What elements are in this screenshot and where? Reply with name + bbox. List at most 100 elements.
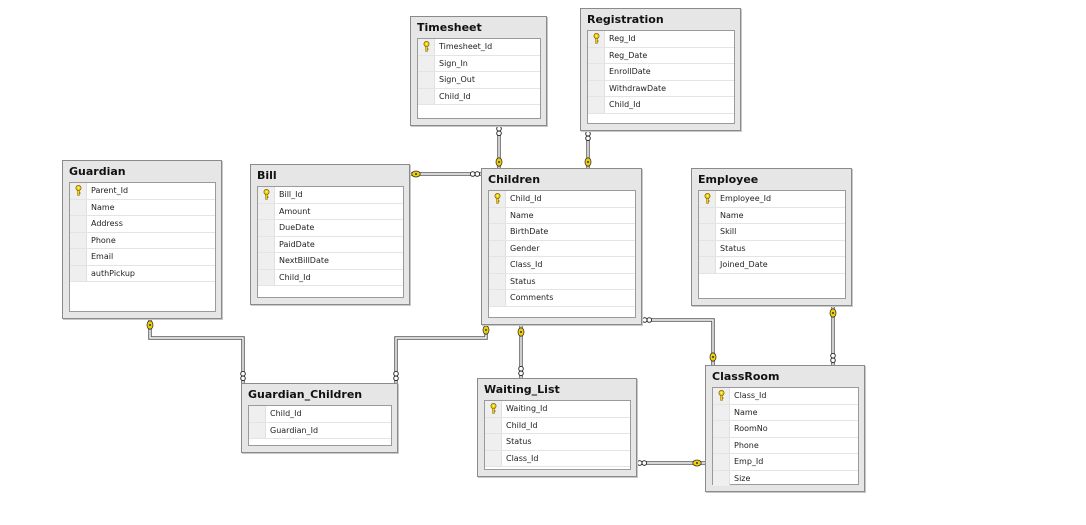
primary-key-icon <box>423 41 430 52</box>
relationship-timesheet-to-children-many-end-icon <box>496 125 502 137</box>
row-selector <box>588 97 605 113</box>
column-name: WithdrawDate <box>609 83 667 93</box>
relationship-waiting-list-to-children-one-end-key-icon <box>517 327 525 337</box>
column-row[interactable]: Child_Id <box>489 191 635 208</box>
table-title: Employee <box>698 173 759 186</box>
column-row[interactable]: Child_Id <box>258 269 403 286</box>
column-row[interactable]: NextBillDate <box>258 253 403 270</box>
row-selector <box>485 434 502 450</box>
column-row[interactable]: Waiting_Id <box>485 401 630 418</box>
column-row[interactable]: Bill_Id <box>258 187 403 204</box>
column-row[interactable]: Reg_Date <box>588 47 734 64</box>
column-row[interactable]: Class_Id <box>713 388 858 405</box>
column-name: Status <box>506 437 532 446</box>
column-row[interactable]: Name <box>713 404 858 421</box>
relationship-guardian-children-to-guardian-many-end-icon <box>240 370 246 382</box>
column-row[interactable]: Email <box>70 249 215 266</box>
row-selector <box>588 47 605 63</box>
row-selector <box>699 224 716 240</box>
row-selector <box>70 199 87 215</box>
column-row[interactable]: Status <box>485 434 630 451</box>
column-name: Name <box>510 210 534 220</box>
column-row[interactable]: EnrollDate <box>588 64 734 81</box>
column-row[interactable]: PaidDate <box>258 236 403 253</box>
relationship-guardian-children-to-children-line-inner <box>395 323 487 383</box>
primary-key-icon <box>593 33 600 44</box>
column-row[interactable]: Employee_Id <box>699 191 845 208</box>
column-name: DueDate <box>279 223 315 232</box>
row-selector <box>489 273 506 289</box>
relationship-children-to-classroom-line[interactable] <box>640 318 715 365</box>
column-row[interactable]: Phone <box>713 437 858 454</box>
primary-key-icon <box>494 193 501 204</box>
column-row[interactable]: WithdrawDate <box>588 80 734 97</box>
column-row[interactable]: Amount <box>258 203 403 220</box>
column-row[interactable]: Status <box>489 273 635 290</box>
relationship-guardian-children-to-children-line[interactable] <box>394 323 488 383</box>
table-title: Bill <box>257 169 277 182</box>
column-name: Status <box>720 243 746 253</box>
column-name: Sign_In <box>439 58 468 68</box>
column-name: Reg_Id <box>609 34 636 43</box>
column-row[interactable]: Size <box>713 470 858 487</box>
column-row[interactable]: Name <box>70 199 215 216</box>
column-row[interactable]: Phone <box>70 232 215 249</box>
row-selector <box>258 187 275 203</box>
row-selector <box>588 80 605 96</box>
relationship-waiting-list-to-classroom-one-end-key-icon <box>692 459 702 467</box>
row-selector <box>70 232 87 248</box>
relationship-bill-to-children-one-end-key-icon <box>411 170 421 178</box>
column-name: Class_Id <box>734 391 767 400</box>
column-row[interactable]: Joined_Date <box>699 257 845 274</box>
column-row[interactable]: Name <box>489 207 635 224</box>
column-row[interactable]: Name <box>699 207 845 224</box>
relationship-guardian-children-to-children-many-end-icon <box>393 370 399 382</box>
column-row[interactable]: DueDate <box>258 220 403 237</box>
column-name: Child_Id <box>439 91 471 101</box>
column-row[interactable]: Timesheet_Id <box>418 39 540 56</box>
column-row[interactable]: Child_Id <box>485 417 630 434</box>
column-name: Child_Id <box>510 194 542 203</box>
column-row[interactable]: Emp_Id <box>713 454 858 471</box>
column-name: Skill <box>720 227 737 236</box>
column-row[interactable]: Guardian_Id <box>249 422 391 439</box>
column-row[interactable]: Parent_Id <box>70 183 215 200</box>
column-row[interactable]: Class_Id <box>489 257 635 274</box>
column-row[interactable]: Child_Id <box>588 97 734 114</box>
column-row[interactable]: Sign_Out <box>418 72 540 89</box>
column-row[interactable]: Child_Id <box>418 88 540 105</box>
column-name: Gender <box>510 243 540 253</box>
column-row[interactable]: Class_Id <box>485 450 630 467</box>
row-selector <box>699 257 716 273</box>
column-row[interactable]: BirthDate <box>489 224 635 241</box>
column-row[interactable]: Sign_In <box>418 55 540 72</box>
column-row[interactable]: Gender <box>489 240 635 257</box>
relationship-guardian-children-to-guardian-line-inner <box>149 317 244 383</box>
relationship-guardian-children-to-guardian-line[interactable] <box>148 317 245 383</box>
column-row[interactable]: authPickup <box>70 265 215 282</box>
column-row[interactable]: Skill <box>699 224 845 241</box>
column-row[interactable]: RoomNo <box>713 421 858 438</box>
column-row[interactable]: Child_Id <box>249 406 391 423</box>
column-row[interactable]: Status <box>699 240 845 257</box>
row-selector <box>258 220 275 236</box>
row-selector <box>258 203 275 219</box>
column-row[interactable]: Address <box>70 216 215 233</box>
relationship-children-to-classroom-many-end-icon <box>641 317 653 323</box>
column-row[interactable]: Reg_Id <box>588 31 734 48</box>
column-row[interactable]: Comments <box>489 290 635 307</box>
column-name: RoomNo <box>734 424 768 433</box>
